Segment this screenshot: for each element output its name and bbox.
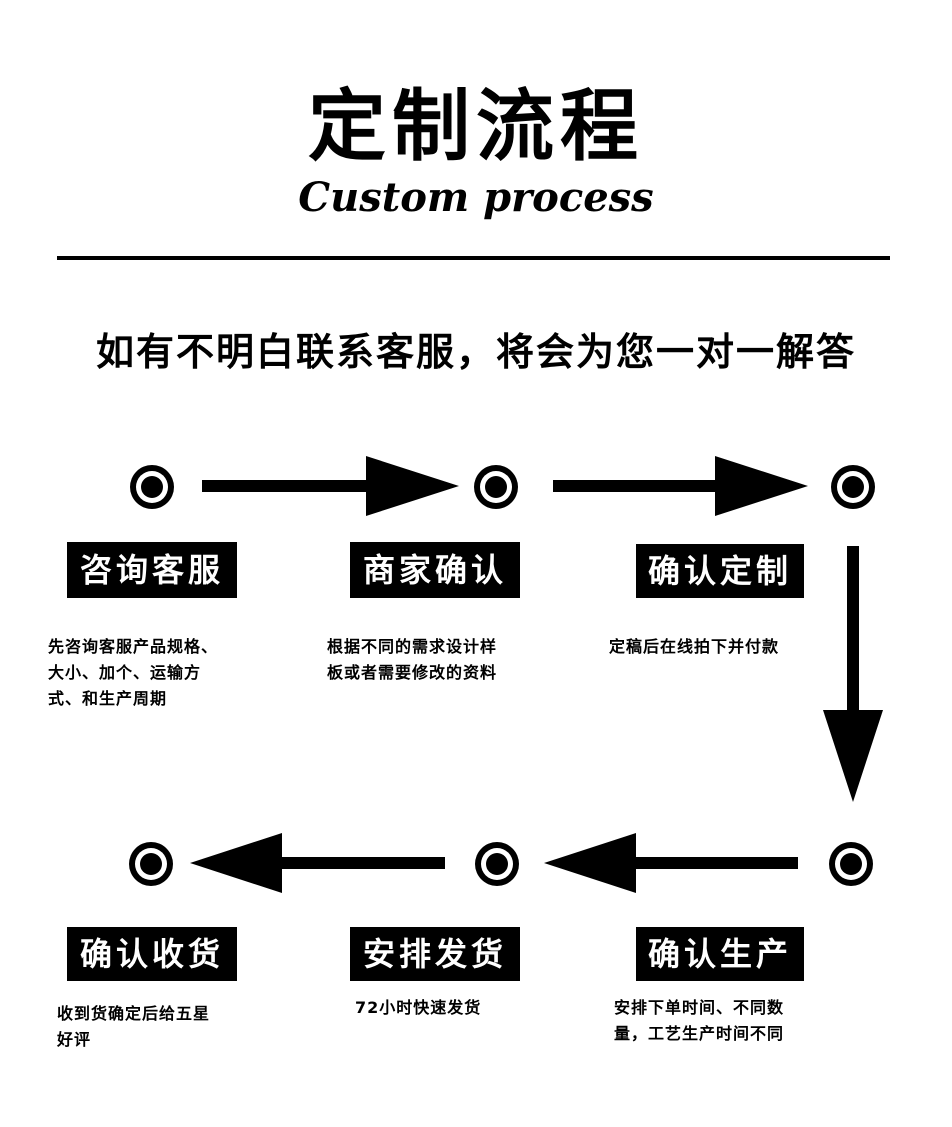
desc-line: 根据不同的需求设计样 — [327, 637, 498, 656]
step-desc-merchant-confirm: 根据不同的需求设计样 板或者需要修改的资料 — [327, 634, 497, 686]
step-label-confirm-customize: 确认定制 — [636, 544, 804, 598]
step-desc-consult: 先咨询客服产品规格、 大小、加个、运输方 式、和生产周期 — [48, 634, 218, 712]
title-divider — [57, 256, 890, 260]
arrow-right-1 — [202, 456, 459, 516]
desc-line: 安排下单时间、不同数 — [614, 998, 785, 1017]
page-subtitle: Custom process — [298, 174, 654, 221]
step-node-1 — [130, 465, 174, 509]
step-label-consult: 咨询客服 — [67, 542, 237, 598]
desc-line: 72小时快速发货 — [355, 998, 482, 1017]
step-label-arrange-shipping: 安排发货 — [350, 927, 520, 981]
page-title: 定制流程 — [307, 82, 644, 172]
arrow-left-2 — [190, 833, 445, 893]
desc-line: 板或者需要修改的资料 — [327, 663, 498, 682]
step-label-confirm-production: 确认生产 — [636, 927, 804, 981]
step-node-3 — [831, 465, 875, 509]
step-desc-confirm-production: 安排下单时间、不同数 量，工艺生产时间不同 — [614, 995, 784, 1047]
arrow-left-1 — [544, 833, 798, 893]
step-label-merchant-confirm: 商家确认 — [350, 542, 520, 598]
desc-line: 量，工艺生产时间不同 — [614, 1024, 785, 1043]
step-label-confirm-receipt: 确认收货 — [67, 927, 237, 981]
step-node-2 — [474, 465, 518, 509]
step-node-6 — [129, 842, 173, 886]
desc-line: 大小、加个、运输方 — [48, 663, 202, 682]
desc-line: 式、和生产周期 — [48, 689, 168, 708]
desc-line: 收到货确定后给五星 — [57, 1004, 211, 1023]
service-notice: 如有不明白联系客服，将会为您一对一解答 — [95, 330, 856, 374]
arrow-down — [823, 546, 883, 802]
desc-line: 好评 — [57, 1030, 92, 1049]
desc-line: 先咨询客服产品规格、 — [48, 637, 219, 656]
step-desc-confirm-receipt: 收到货确定后给五星 好评 — [57, 1001, 210, 1053]
desc-line: 定稿后在线拍下并付款 — [609, 637, 780, 656]
step-node-4 — [829, 842, 873, 886]
arrow-right-2 — [553, 456, 808, 516]
step-node-5 — [475, 842, 519, 886]
step-desc-confirm-customize: 定稿后在线拍下并付款 — [609, 634, 779, 660]
step-desc-arrange-shipping: 72小时快速发货 — [355, 995, 481, 1021]
